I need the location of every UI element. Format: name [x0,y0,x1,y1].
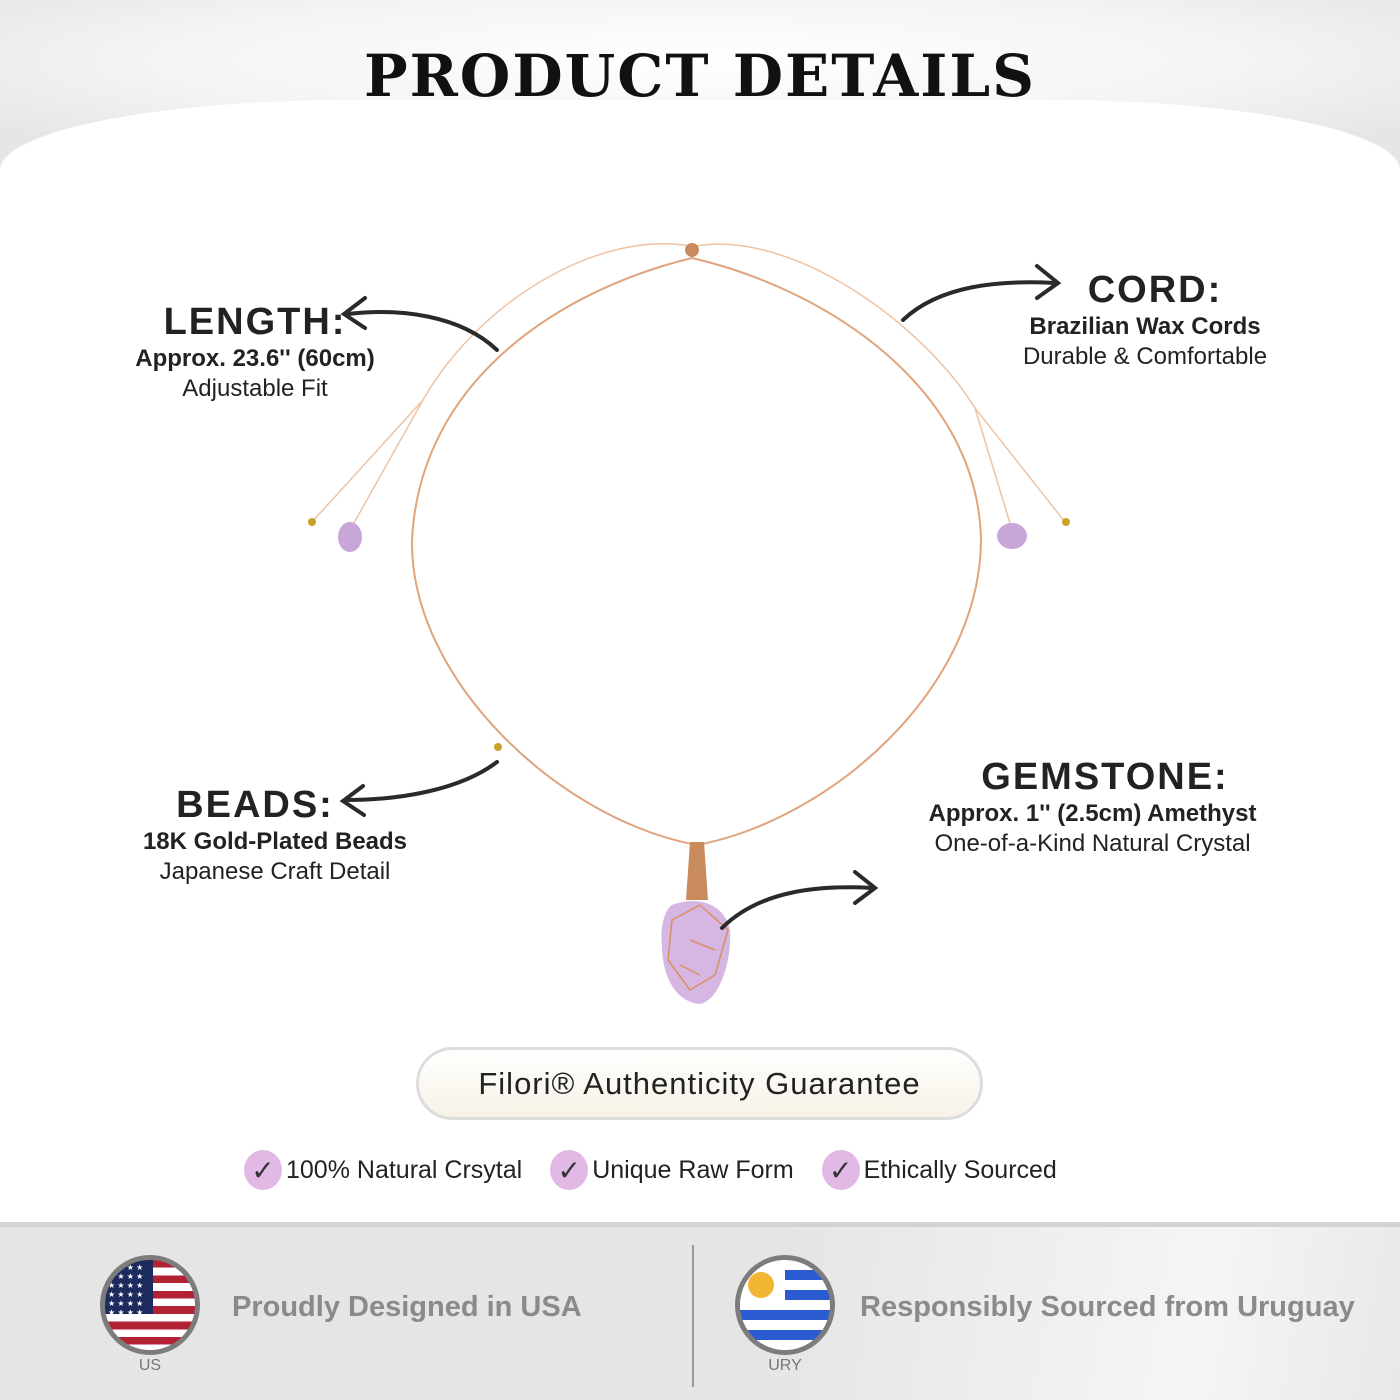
length-value: Approx. 23.6'' (60cm) [135,345,375,372]
cord-value: Brazilian Wax Cords [1029,313,1261,340]
left-dangling-cord [311,242,691,523]
beads-note: Japanese Craft Detail [159,858,391,885]
length-callout: LENGTH: Approx. 23.6'' (60cm) Adjustable… [95,300,415,404]
gold-bead [1062,518,1070,526]
gold-bead [494,743,502,751]
cord-arrow [901,280,1057,322]
divider [692,1245,694,1387]
page-title: PRODUCT DETAILS [363,42,1037,110]
feature-list: ✓100% Natural Crsytal ✓Unique Raw Form ✓… [244,1150,1057,1190]
sliding-knot [685,243,699,257]
authenticity-guarantee-badge: Filori® Authenticity Guarantee [416,1047,983,1120]
cord-heading: CORD: [1087,269,1223,311]
necklace-illustration [308,242,1070,1004]
us-flag-icon: ★ ★ ★ ★ ★ ★ ★ ★ ★ ★ ★ ★ ★ ★ ★ ★ ★ ★ ★ ★ … [100,1255,200,1355]
check-icon: ✓ [244,1150,282,1190]
us-code: US [138,1357,162,1374]
beads-callout: BEADS: 18K Gold-Plated Beads Japanese Cr… [115,783,435,887]
amethyst-pendant [661,842,731,1004]
length-heading: LENGTH: [163,301,347,343]
cord-note: Durable & Comfortable [1022,343,1268,370]
feature-item: ✓100% Natural Crsytal [244,1150,522,1190]
feature-item: ✓Ethically Sourced [821,1150,1057,1190]
gemstone-note: One-of-a-Kind Natural Crystal [934,830,1251,857]
length-arrow [346,310,499,352]
beads-arrow [344,760,499,802]
header-band [0,0,1400,240]
gemstone-heading: GEMSTONE: [981,756,1229,798]
uruguay-code: URY [768,1357,802,1374]
right-dangling-cord [695,243,1066,523]
uruguay-flag-icon [735,1255,835,1355]
usa-origin-text: Proudly Designed in USA [232,1291,582,1323]
feature-label: Ethically Sourced [863,1155,1057,1184]
feature-label: Unique Raw Form [592,1155,794,1184]
gemstone-value: Approx. 1'' (2.5cm) Amethyst [928,800,1257,827]
origin-band: ★ ★ ★ ★ ★ ★ ★ ★ ★ ★ ★ ★ ★ ★ ★ ★ ★ ★ ★ ★ … [0,1222,1400,1400]
uruguay-origin-text: Responsibly Sourced from Uruguay [860,1291,1355,1323]
cord-callout: CORD: Brazilian Wax Cords Durable & Comf… [990,268,1300,372]
check-icon: ✓ [821,1150,860,1190]
amethyst-chip [338,522,362,552]
amethyst-chip [997,523,1027,549]
check-icon: ✓ [550,1150,589,1190]
necklace-cord [410,256,983,847]
beads-heading: BEADS: [176,784,334,826]
feature-item: ✓Unique Raw Form [550,1150,794,1190]
beads-value: 18K Gold-Plated Beads [142,828,408,855]
gemstone-arrow [720,885,875,930]
gemstone-callout: GEMSTONE: Approx. 1'' (2.5cm) Amethyst O… [900,755,1285,859]
arrows [339,264,1062,930]
length-note: Adjustable Fit [182,375,328,402]
gold-bead [308,518,316,526]
feature-label: 100% Natural Crsytal [286,1155,523,1184]
